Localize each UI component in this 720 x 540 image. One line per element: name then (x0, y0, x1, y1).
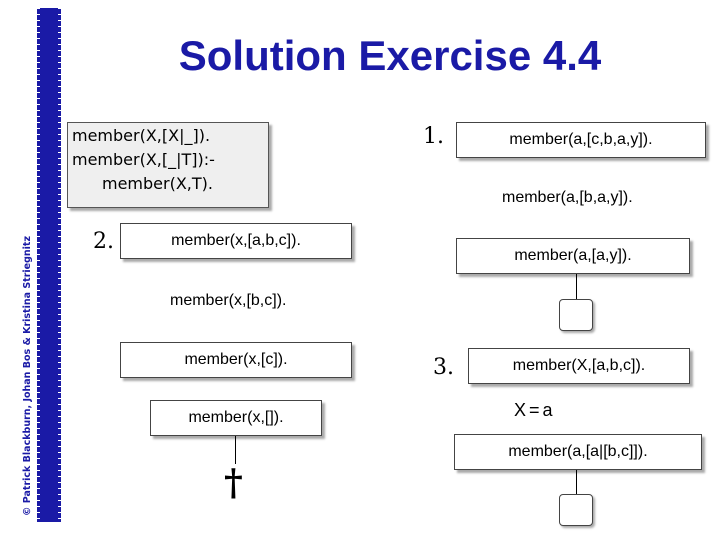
copyright-text: © Patrick Blackburn, Johan Bos & Kristin… (22, 236, 33, 516)
sidebar-ticks-left (37, 8, 40, 522)
empty-goal-box (559, 494, 593, 526)
query-2-goal: member(x,[a,b,c]). (120, 223, 352, 259)
sidebar-bar (37, 8, 61, 522)
connector-line (576, 274, 577, 300)
connector-line (576, 470, 577, 496)
query-2-step-4: member(x,[]). (150, 400, 322, 436)
slide-title: Solution Exercise 4.4 (178, 32, 602, 79)
query-3-number: 3. (433, 355, 454, 380)
failure-dagger-icon: † (224, 462, 243, 504)
query-3-next-goal: member(a,[a|[b,c]]). (454, 434, 702, 470)
query-1-step-3: member(a,[a,y]). (456, 238, 690, 274)
empty-goal-box (559, 299, 593, 331)
query-2-step-2: member(x,[b,c]). (170, 292, 287, 309)
sidebar-ticks-right (58, 8, 61, 522)
program-line-1: member(X,[X|_]). (72, 126, 211, 145)
query-1-goal: member(a,[c,b,a,y]). (456, 122, 706, 158)
program-box: member(X,[X|_]). member(X,[_|T]):- membe… (67, 122, 269, 208)
query-2-number: 2. (93, 229, 114, 254)
query-3-goal: member(X,[a,b,c]). (468, 348, 690, 384)
query-3-binding: X=a (514, 400, 556, 420)
query-1-step-2: member(a,[b,a,y]). (502, 189, 633, 206)
program-line-2: member(X,[_|T]):- (72, 150, 215, 169)
program-line-3: member(X,T). (102, 174, 213, 193)
query-2-step-3: member(x,[c]). (120, 342, 352, 378)
connector-line (235, 436, 236, 464)
query-1-number: 1. (423, 124, 444, 149)
